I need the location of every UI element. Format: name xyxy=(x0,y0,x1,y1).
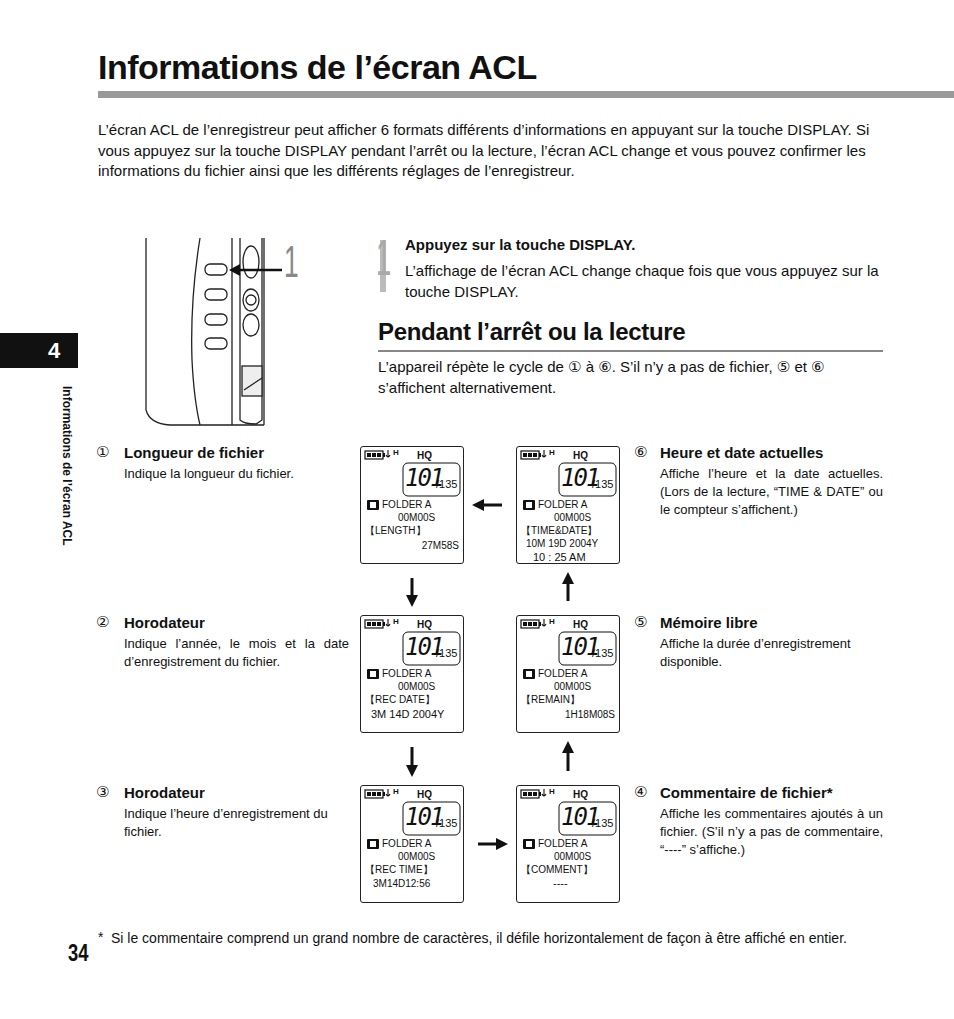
lcd-text: /135 xyxy=(436,817,457,830)
cycle-arrow xyxy=(567,578,570,601)
lcd-text: 【TIME&DATE】 xyxy=(521,525,597,537)
lcd-text: H xyxy=(393,448,399,458)
lcd-text: 3M14D12:56 xyxy=(373,878,430,890)
lcd-screen: HHQ101/135FOLDER A00M00S【LENGTH】27M58S xyxy=(360,446,464,564)
cycle-arrow xyxy=(411,747,414,771)
lcd-text: H xyxy=(393,617,399,627)
callout-number: ⑤ xyxy=(634,613,647,631)
page-number: 34 xyxy=(68,940,88,967)
lcd-text: HQ xyxy=(417,619,432,631)
lcd-text: ---- xyxy=(553,877,568,890)
lcd-text: H xyxy=(549,448,555,458)
lcd-text: 00M00S xyxy=(398,851,435,863)
lcd-text: FOLDER A xyxy=(538,838,587,850)
lcd-text: 【REMAIN】 xyxy=(521,694,580,706)
lcd-screen: HHQ101/135FOLDER A00M00S【COMMENT】---- xyxy=(516,785,620,903)
lcd-text: FOLDER A xyxy=(382,668,431,680)
chapter-tab: 4 xyxy=(0,333,78,368)
lcd-text: HQ xyxy=(417,450,432,462)
recorder-illustration xyxy=(146,238,264,425)
lcd-text: 00M00S xyxy=(398,681,435,693)
footnote-mark: * xyxy=(98,929,103,945)
lcd-text: 【REC DATE】 xyxy=(365,694,435,706)
lcd-text: 【REC TIME】 xyxy=(365,864,433,876)
callout-number: 1 xyxy=(284,240,299,284)
step-heading: Appuyez sur la touche DISPLAY. xyxy=(405,236,635,253)
item-heading: Heure et date actuelles xyxy=(660,444,823,461)
item-text: Indique l’année, le mois et la date d’en… xyxy=(124,635,349,671)
item-text: Affiche les commentaires ajoutés à un fi… xyxy=(660,805,883,859)
lcd-text: 00M00S xyxy=(554,512,591,524)
step-text: L’affichage de l’écran ACL change chaque… xyxy=(405,261,883,302)
lcd-text: FOLDER A xyxy=(538,668,587,680)
lcd-text: H xyxy=(549,787,555,797)
cycle-arrow xyxy=(567,747,570,771)
item-text: Affiche la durée d’enregistrement dispon… xyxy=(660,635,883,671)
callout-arrow xyxy=(236,269,282,272)
lcd-text: 00M00S xyxy=(398,512,435,524)
callout-number: ⑥ xyxy=(634,443,647,461)
cycle-text: L’appareil répète le cycle de ① à ⑥. S’i… xyxy=(378,357,883,398)
callout-arrowhead xyxy=(229,264,240,276)
lcd-text: /135 xyxy=(592,817,613,830)
lcd-text: H xyxy=(549,617,555,627)
cycle-arrow xyxy=(478,504,502,507)
lcd-text: /135 xyxy=(592,647,613,660)
intro-text: L’écran ACL de l’enregistreur peut affic… xyxy=(98,120,884,182)
lcd-text: HQ xyxy=(573,619,588,631)
item-heading: Commentaire de fichier* xyxy=(660,784,833,801)
lcd-text: FOLDER A xyxy=(538,499,587,511)
callout-number: ④ xyxy=(634,783,647,801)
heading-rule xyxy=(378,350,883,351)
item-text: Indique l’heure d’enregistrement du fich… xyxy=(124,805,349,841)
lcd-text: H xyxy=(393,787,399,797)
side-chapter-title: Informations de l’écran ACL xyxy=(60,386,74,546)
lcd-text: /135 xyxy=(436,647,457,660)
lcd-screen: HHQ101/135FOLDER A00M00S【REC DATE】3M 14D… xyxy=(360,615,464,733)
step-number: 1 xyxy=(376,233,391,283)
lcd-text: 00M00S xyxy=(554,681,591,693)
lcd-text: 3M 14D 2004Y xyxy=(371,708,444,721)
lcd-screen: HHQ101/135FOLDER A00M00S【REC TIME】3M14D1… xyxy=(360,785,464,903)
item-heading: Mémoire libre xyxy=(660,614,758,631)
section-heading: Pendant l’arrêt ou la lecture xyxy=(378,318,685,346)
lcd-text: 【LENGTH】 xyxy=(365,525,426,537)
lcd-text: 10 : 25 AM xyxy=(533,551,586,564)
lcd-text: /135 xyxy=(592,478,613,491)
title-rule xyxy=(98,91,954,98)
callout-number: ② xyxy=(96,613,109,631)
item-heading: Horodateur xyxy=(124,614,205,631)
cycle-arrow xyxy=(411,578,414,601)
lcd-screen: HHQ101/135FOLDER A00M00S【REMAIN】1H18M08S xyxy=(516,615,620,733)
item-heading: Longueur de fichier xyxy=(124,444,264,461)
item-heading: Horodateur xyxy=(124,784,205,801)
lcd-text: 00M00S xyxy=(554,851,591,863)
lcd-text: FOLDER A xyxy=(382,499,431,511)
lcd-screen: HHQ101/135FOLDER A00M00S【TIME&DATE】10M 1… xyxy=(516,446,620,564)
lcd-text: 【COMMENT】 xyxy=(521,864,593,876)
lcd-text: 1H18M08S xyxy=(565,709,615,721)
lcd-text: HQ xyxy=(417,789,432,801)
lcd-text: HQ xyxy=(573,789,588,801)
item-text: Affiche l’heure et la date actuelles. (L… xyxy=(660,465,883,519)
lcd-text: HQ xyxy=(573,450,588,462)
cycle-arrow xyxy=(478,843,502,846)
lcd-text: 27M58S xyxy=(422,540,459,552)
lcd-text: FOLDER A xyxy=(382,838,431,850)
callout-number: ① xyxy=(96,443,109,461)
page-title: Informations de l’écran ACL xyxy=(98,48,537,87)
footnote-text: Si le commentaire comprend un grand nomb… xyxy=(111,929,883,948)
lcd-text: 10M 19D 2004Y xyxy=(526,538,598,550)
callout-number: ③ xyxy=(96,783,109,801)
lcd-text: /135 xyxy=(436,478,457,491)
item-text: Indique la longueur du fichier. xyxy=(124,465,349,483)
